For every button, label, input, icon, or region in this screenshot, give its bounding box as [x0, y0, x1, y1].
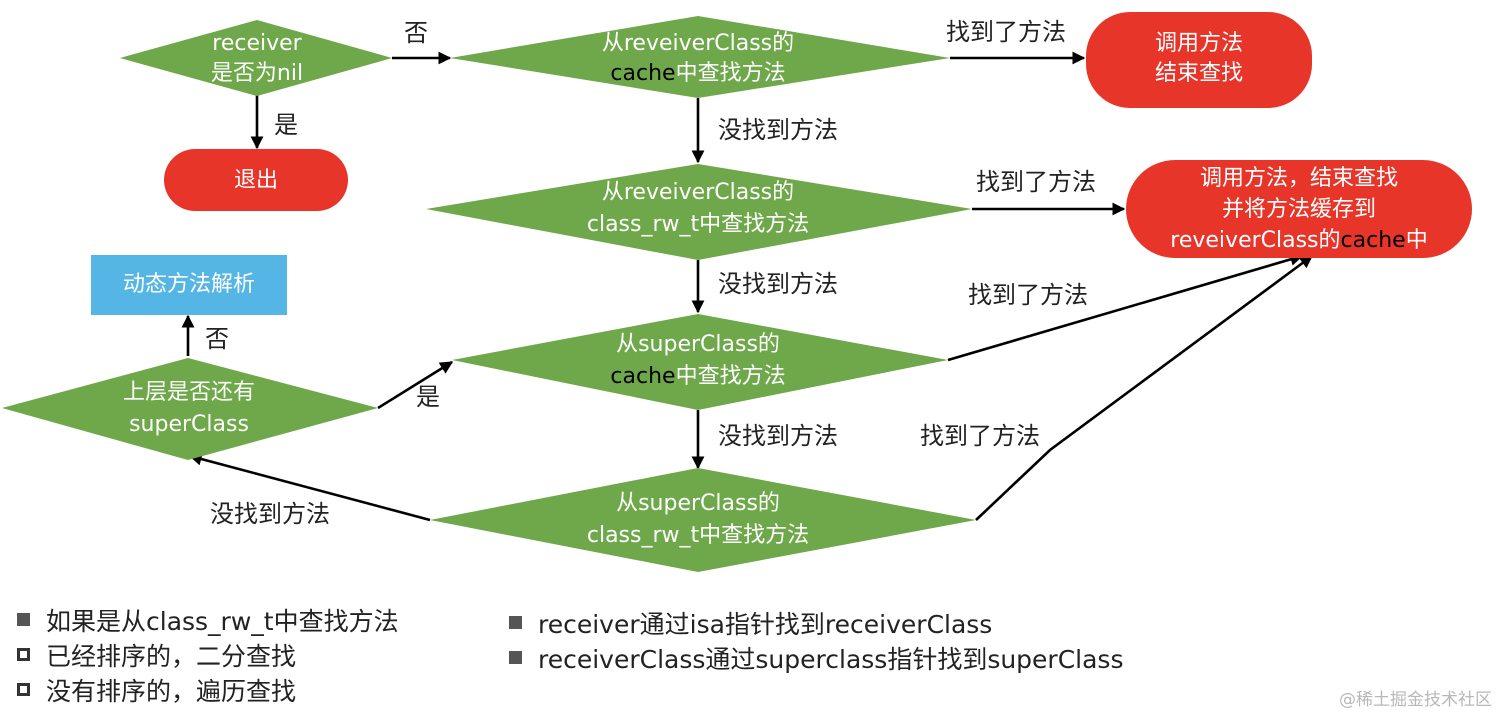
bullet-square-filled	[17, 613, 30, 626]
edge-label-not-found-2: 没找到方法	[718, 270, 838, 298]
notes-right: receiver通过isa指针找到receiverClass receiverC…	[509, 605, 1124, 675]
node-line-1: 从superClass的	[616, 332, 780, 357]
process-shape	[91, 255, 287, 315]
cache-highlight: cache	[1341, 228, 1406, 253]
watermark: @稀土掘金技术社区	[1339, 690, 1492, 710]
edge-superrw-found	[975, 254, 1314, 521]
cache-highlight: cache	[610, 61, 675, 86]
diamond-shape	[430, 468, 976, 572]
note-row: receiver通过isa指针找到receiverClass	[509, 605, 1124, 640]
edge-label-yes: 是	[274, 111, 298, 139]
node-line-1: 从reveiverClass的	[602, 31, 794, 56]
node-line-1: 调用方法，结束查找	[1200, 166, 1398, 191]
node-line-2-rest: 中查找方法	[676, 61, 786, 86]
edge-label-found-3: 找到了方法	[968, 281, 1088, 309]
node-label: 动态方法解析	[123, 272, 255, 297]
note-text: 已经排序的，二分查找	[46, 641, 297, 671]
node-line-2-rest: 中查找方法	[676, 364, 786, 389]
edge-supercache-found	[947, 253, 1304, 362]
bullet-square-hollow	[17, 683, 30, 696]
decision-receiver-rw: 从reveiverClass的 class_rw_t中查找方法	[426, 164, 972, 260]
edge-label-not-found-4: 没找到方法	[210, 500, 330, 528]
note-row: 已经排序的，二分查找	[17, 637, 399, 672]
notes-left: 如果是从class_rw_t中查找方法 已经排序的，二分查找 没有排序的，遍历查…	[17, 602, 399, 707]
terminal-call-cache: 调用方法，结束查找 并将方法缓存到 reveiverClass的cache中	[1126, 160, 1472, 258]
node-line-1: receiver	[212, 31, 302, 56]
terminal-shape	[1086, 12, 1312, 108]
note-row: receiverClass通过superclass指针找到superClass	[509, 640, 1124, 675]
note-text: 没有排序的，遍历查找	[46, 676, 297, 706]
node-line-2: class_rw_t中查找方法	[587, 523, 809, 548]
flowchart: receiver 是否为nil 退出 从reveiverClass的 cache…	[2, 12, 1472, 572]
edge-label-not-found-3: 没找到方法	[718, 422, 838, 450]
node-line-3: reveiverClass的cache中	[1170, 228, 1427, 253]
node-line-2: class_rw_t中查找方法	[587, 212, 809, 237]
node-line-2: 并将方法缓存到	[1222, 197, 1376, 222]
node-line-2: superClass	[129, 412, 249, 437]
decision-super-cache: 从superClass的 cache中查找方法	[452, 314, 948, 410]
node-line-3-start: reveiverClass的	[1170, 228, 1340, 253]
node-line-2: cache中查找方法	[610, 61, 785, 86]
bullet-square-hollow	[17, 648, 30, 661]
bullet-square-filled	[509, 651, 522, 664]
note-text: receiverClass通过superclass指针找到superClass	[538, 644, 1124, 674]
node-line-1: 从reveiverClass的	[602, 180, 794, 205]
note-text: receiver通过isa指针找到receiverClass	[538, 609, 993, 639]
edge-label-found-1: 找到了方法	[946, 18, 1066, 46]
terminal-shape	[164, 149, 348, 211]
bullet-square-filled	[509, 616, 522, 629]
edge-label-not-found-1: 没找到方法	[718, 116, 838, 144]
node-label: 退出	[234, 168, 278, 193]
node-line-1: 上层是否还有	[123, 380, 255, 405]
edge-label-yes-2: 是	[416, 383, 440, 411]
node-line-3-end: 中	[1406, 228, 1428, 253]
edge-hassuper-yes	[377, 360, 454, 410]
edge-label-found-2: 找到了方法	[976, 168, 1096, 196]
diamond-shape	[120, 20, 392, 96]
node-line-2: 结束查找	[1155, 61, 1243, 86]
note-text: 如果是从class_rw_t中查找方法	[46, 606, 399, 636]
process-dynamic-resolve: 动态方法解析	[91, 255, 287, 315]
terminal-exit: 退出	[164, 149, 348, 211]
cache-highlight: cache	[610, 364, 675, 389]
edge-superrw-notfound	[188, 452, 431, 522]
decision-receiver-nil: receiver 是否为nil	[120, 20, 392, 96]
node-line-2: 是否为nil	[211, 61, 303, 86]
note-row: 没有排序的，遍历查找	[17, 672, 399, 707]
note-row: 如果是从class_rw_t中查找方法	[17, 602, 399, 637]
node-line-2: cache中查找方法	[610, 364, 785, 389]
diamond-shape	[426, 164, 972, 260]
diamond-shape	[2, 358, 378, 460]
terminal-call-end: 调用方法 结束查找	[1086, 12, 1312, 108]
decision-super-rw: 从superClass的 class_rw_t中查找方法	[430, 468, 976, 572]
terminal-shape	[1126, 160, 1472, 258]
edge-label-no: 否	[404, 19, 428, 47]
edge-label-no-2: 否	[205, 325, 229, 353]
diamond-shape	[450, 16, 950, 98]
edge-label-found-4: 找到了方法	[920, 422, 1040, 450]
diamond-shape	[452, 314, 948, 410]
node-line-1: 从superClass的	[616, 491, 780, 516]
decision-has-super: 上层是否还有 superClass	[2, 358, 378, 460]
node-line-1: 调用方法	[1155, 31, 1243, 56]
decision-receiver-cache: 从reveiverClass的 cache中查找方法	[450, 16, 950, 98]
